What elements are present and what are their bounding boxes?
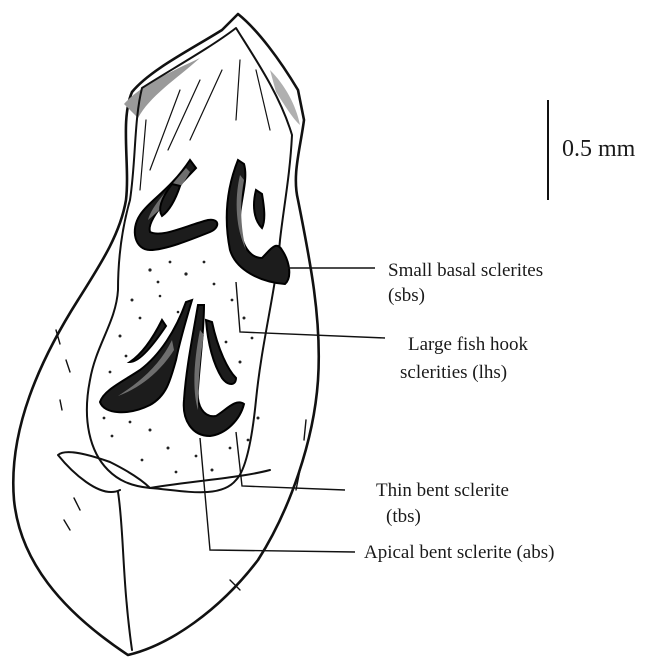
body-outline: [13, 14, 319, 655]
label-lhs-line1: Large fish hook: [408, 334, 528, 355]
label-abs-line1: Apical bent sclerite (abs): [364, 542, 554, 563]
stippling: [103, 261, 260, 474]
scale-bar-label: 0.5 mm: [562, 136, 636, 162]
stalk-right: [150, 470, 270, 488]
label-tbs-line2: (tbs): [386, 506, 421, 527]
label-lhs-line2: sclerities (lhs): [400, 362, 507, 383]
label-tbs-line1: Thin bent sclerite: [376, 480, 509, 501]
thin-and-apical-bent-sclerites: [184, 305, 244, 436]
small-basal-sclerites: [135, 160, 289, 284]
large-fish-hook-sclerites: [100, 300, 192, 412]
stalk-left: [118, 492, 132, 650]
label-sbs-line2: (sbs): [388, 285, 425, 306]
label-sbs-line1: Small basal sclerites: [388, 260, 543, 281]
